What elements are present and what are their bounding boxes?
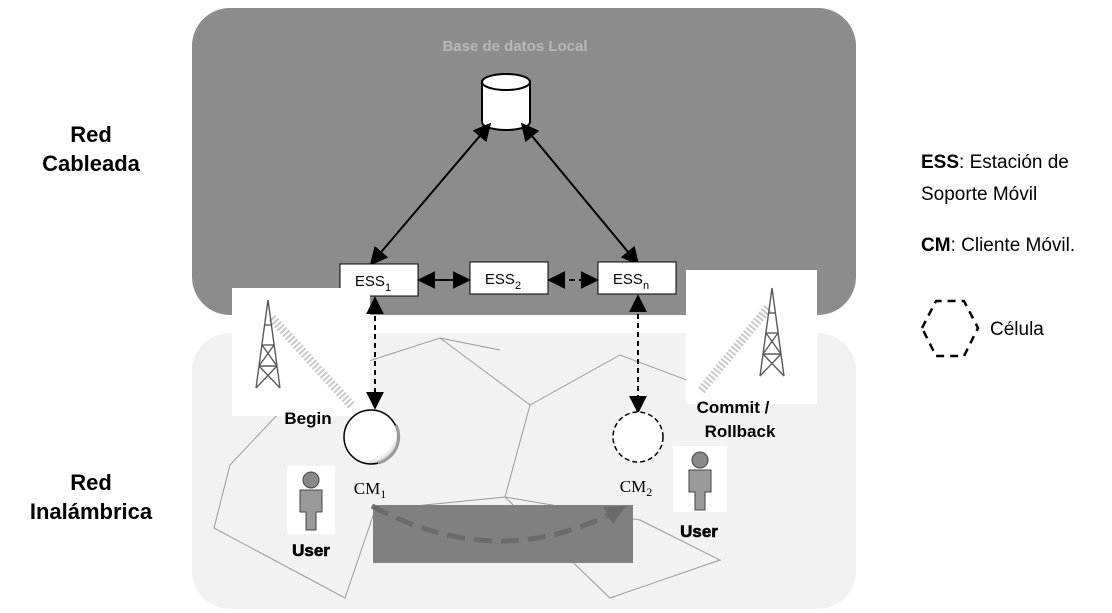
- handoff-band: [373, 505, 633, 563]
- wired-label-line1: Red: [70, 122, 112, 147]
- right-antenna-tower-icon: [686, 270, 817, 404]
- user-2-icon: [673, 446, 727, 512]
- ess-n-label: ESSn: [613, 271, 649, 292]
- user-1-label: User: [292, 541, 330, 560]
- cm-2-node: [612, 411, 664, 463]
- user-1-icon: [287, 466, 335, 534]
- cm-2-label: CM2: [620, 477, 652, 499]
- wireless-label-line1: Red: [70, 470, 112, 495]
- wired-label-line2: Cableada: [42, 151, 141, 176]
- db-ess1-link: [369, 122, 492, 266]
- commit-label-line1: Commit /: [697, 398, 770, 417]
- db-essn-link: [520, 122, 640, 266]
- user-2-label: User: [680, 522, 718, 541]
- cm-1-shadow: [377, 424, 401, 465]
- legend-ess-line2: Soporte Móvil: [921, 184, 1037, 205]
- begin-label: Begin: [284, 409, 331, 428]
- database-icon: [481, 73, 531, 131]
- legend-cell-label: Célula: [990, 319, 1044, 340]
- legend-cm: CM: Cliente Móvil.: [921, 235, 1075, 256]
- legend-ess-line1: ESS: Estación de: [921, 152, 1069, 173]
- cm-1-label: CM1: [354, 479, 386, 501]
- cell-legend-icon: [920, 299, 980, 358]
- handoff-arrow: [370, 503, 626, 544]
- ess-2-label: ESS2: [485, 271, 521, 292]
- left-antenna-tower-icon: [232, 288, 370, 416]
- database-title: Base de datos Local: [442, 38, 587, 55]
- ess-2-box: [469, 261, 549, 295]
- wireless-label-line2: Inalámbrica: [30, 499, 153, 524]
- ess-1-label: ESS1: [355, 273, 391, 294]
- ess-n-box: [597, 261, 677, 295]
- commit-label-line2: Rollback: [705, 422, 776, 441]
